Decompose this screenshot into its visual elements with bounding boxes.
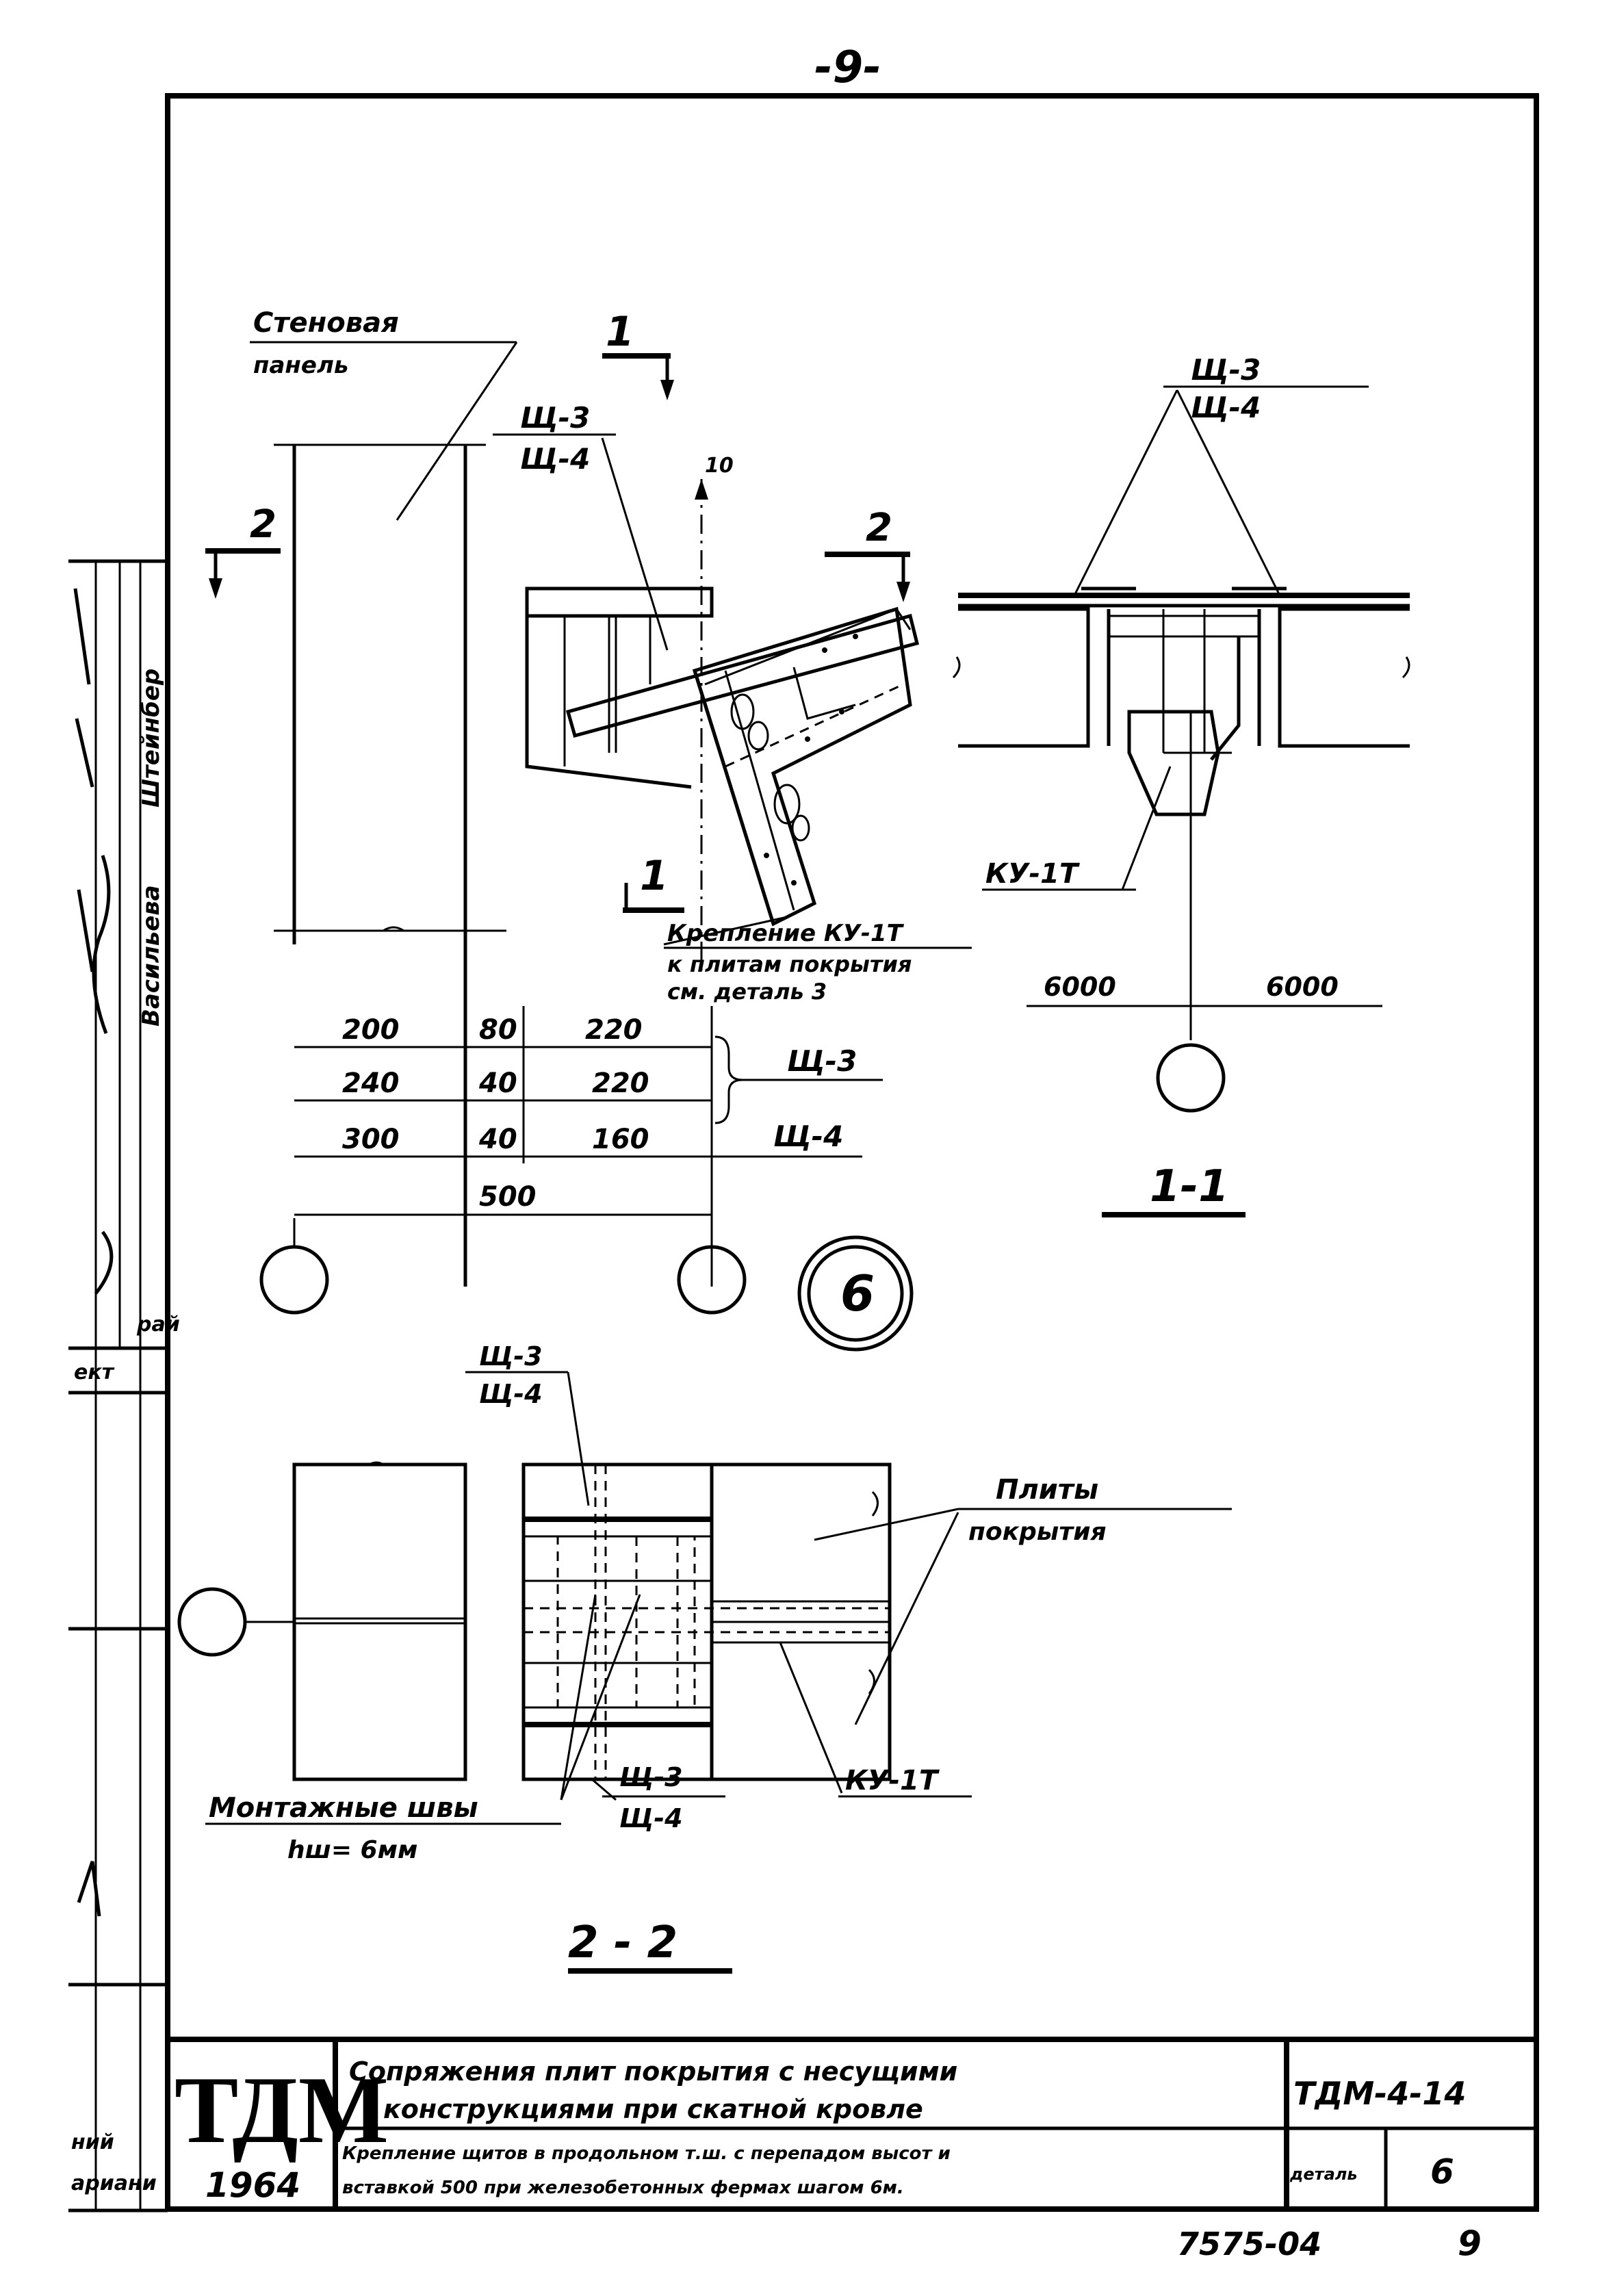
- shield-label-bot: Щ-4: [520, 442, 590, 476]
- fastening-note-1: Крепление КУ-1Т: [667, 920, 905, 947]
- stamp-misc-2: ний: [71, 2130, 114, 2154]
- fastening-note-2: к плитам покрытия: [667, 951, 912, 977]
- dim-r1-a: 200: [342, 1014, 400, 1046]
- stamp-misc-1: рай: [136, 1313, 180, 1337]
- year: 1964: [205, 2165, 300, 2205]
- dim-r3-a: 300: [342, 1124, 400, 1155]
- drawing-code: ТДМ-4-14: [1293, 2075, 1466, 2112]
- s11-shield-bot: Щ-4: [1191, 391, 1261, 424]
- s11-dim-left: 6000: [1044, 972, 1116, 1002]
- top-view: Стеновая панель 2 1 Щ-3 Щ-4 10 2: [205, 307, 972, 1352]
- section-1-mark-bottom: 1: [640, 852, 669, 900]
- s22-shield2-bot: Щ-4: [619, 1803, 683, 1833]
- stamp-proj: ект: [74, 1360, 115, 1384]
- slope-mark: 10: [705, 454, 734, 478]
- dim-total: 500: [479, 1181, 537, 1213]
- s11-shield-top: Щ-3: [1191, 353, 1261, 387]
- plates-label-1: Плиты: [996, 1474, 1098, 1506]
- title-line-1: Сопряжения плит покрытия с несущими: [349, 2056, 957, 2087]
- plates-label-2: покрытия: [968, 1518, 1107, 1546]
- dim-r2-c: 220: [592, 1068, 649, 1099]
- section-2-mark-left: 2: [250, 502, 276, 547]
- shield-label-top: Щ-3: [520, 401, 590, 435]
- section-2-2: Щ-3 Щ-4 Плиты покры: [177, 1341, 1232, 1974]
- tdm-logo: ТДМ: [175, 2057, 389, 2163]
- s22-shield-bot: Щ-4: [479, 1379, 543, 1409]
- s22-ku-label: КУ-1Т: [845, 1765, 940, 1796]
- detail-value: 6: [1430, 2152, 1454, 2191]
- s11-dim-right: 6000: [1266, 972, 1339, 1002]
- detail-label: деталь: [1289, 2165, 1358, 2184]
- dim-r2-b: 40: [478, 1068, 517, 1099]
- page-number: -9-: [814, 42, 881, 93]
- s11-title: 1-1: [1150, 1161, 1229, 1212]
- section-1-1: Щ-3 Щ-4 КУ-1Т 6000: [952, 353, 1410, 1217]
- stamp-name-1: Штейнбер: [138, 669, 165, 808]
- subtitle-line-1: Крепление щитов в продольном т.ш. с пере…: [342, 2143, 951, 2164]
- fastening-note-3: см. деталь 3: [667, 979, 827, 1005]
- row1-shield-label: Щ-3: [787, 1044, 857, 1078]
- s22-shield2-top: Щ-3: [619, 1762, 683, 1792]
- side-stamp: Штейнбер Васильева ект рай ний ариани: [68, 559, 180, 2213]
- dim-r2-a: 240: [342, 1068, 400, 1099]
- wall-panel-label-1: Стеновая: [253, 307, 399, 339]
- dim-r3-c: 160: [592, 1124, 649, 1155]
- s22-shield-top: Щ-3: [479, 1341, 543, 1371]
- section-1-mark-top: 1: [606, 308, 634, 356]
- dim-r1-b: 80: [479, 1014, 517, 1046]
- s22-title: 2 - 2: [568, 1918, 678, 1968]
- title-block: ТДМ 1964 Сопряжения плит покрытия с несу…: [168, 2037, 1536, 2263]
- title-line-2: конструкциями при скатной кровле: [383, 2094, 923, 2124]
- stamp-misc-3: ариани: [71, 2171, 157, 2195]
- dim-r3-b: 40: [478, 1124, 517, 1155]
- sheet-frame: [165, 93, 1539, 2212]
- stamp-name-2: Васильева: [138, 885, 165, 1027]
- doc-number: 7575-04: [1177, 2226, 1321, 2262]
- subtitle-line-2: вставкой 500 при железобетонных фермах ш…: [342, 2178, 904, 2198]
- sheet-number: 9: [1458, 2223, 1482, 2263]
- detail-number: 6: [840, 1265, 875, 1322]
- dim-r1-c: 220: [585, 1014, 643, 1046]
- welds-label-2: hш= 6мм: [287, 1836, 417, 1864]
- wall-panel-label-2: панель: [253, 352, 348, 379]
- section-2-mark-right: 2: [866, 506, 892, 550]
- s11-ku-label: КУ-1Т: [985, 858, 1080, 890]
- row3-shield-label: Щ-4: [773, 1120, 843, 1153]
- welds-label-1: Монтажные швы: [209, 1792, 478, 1824]
